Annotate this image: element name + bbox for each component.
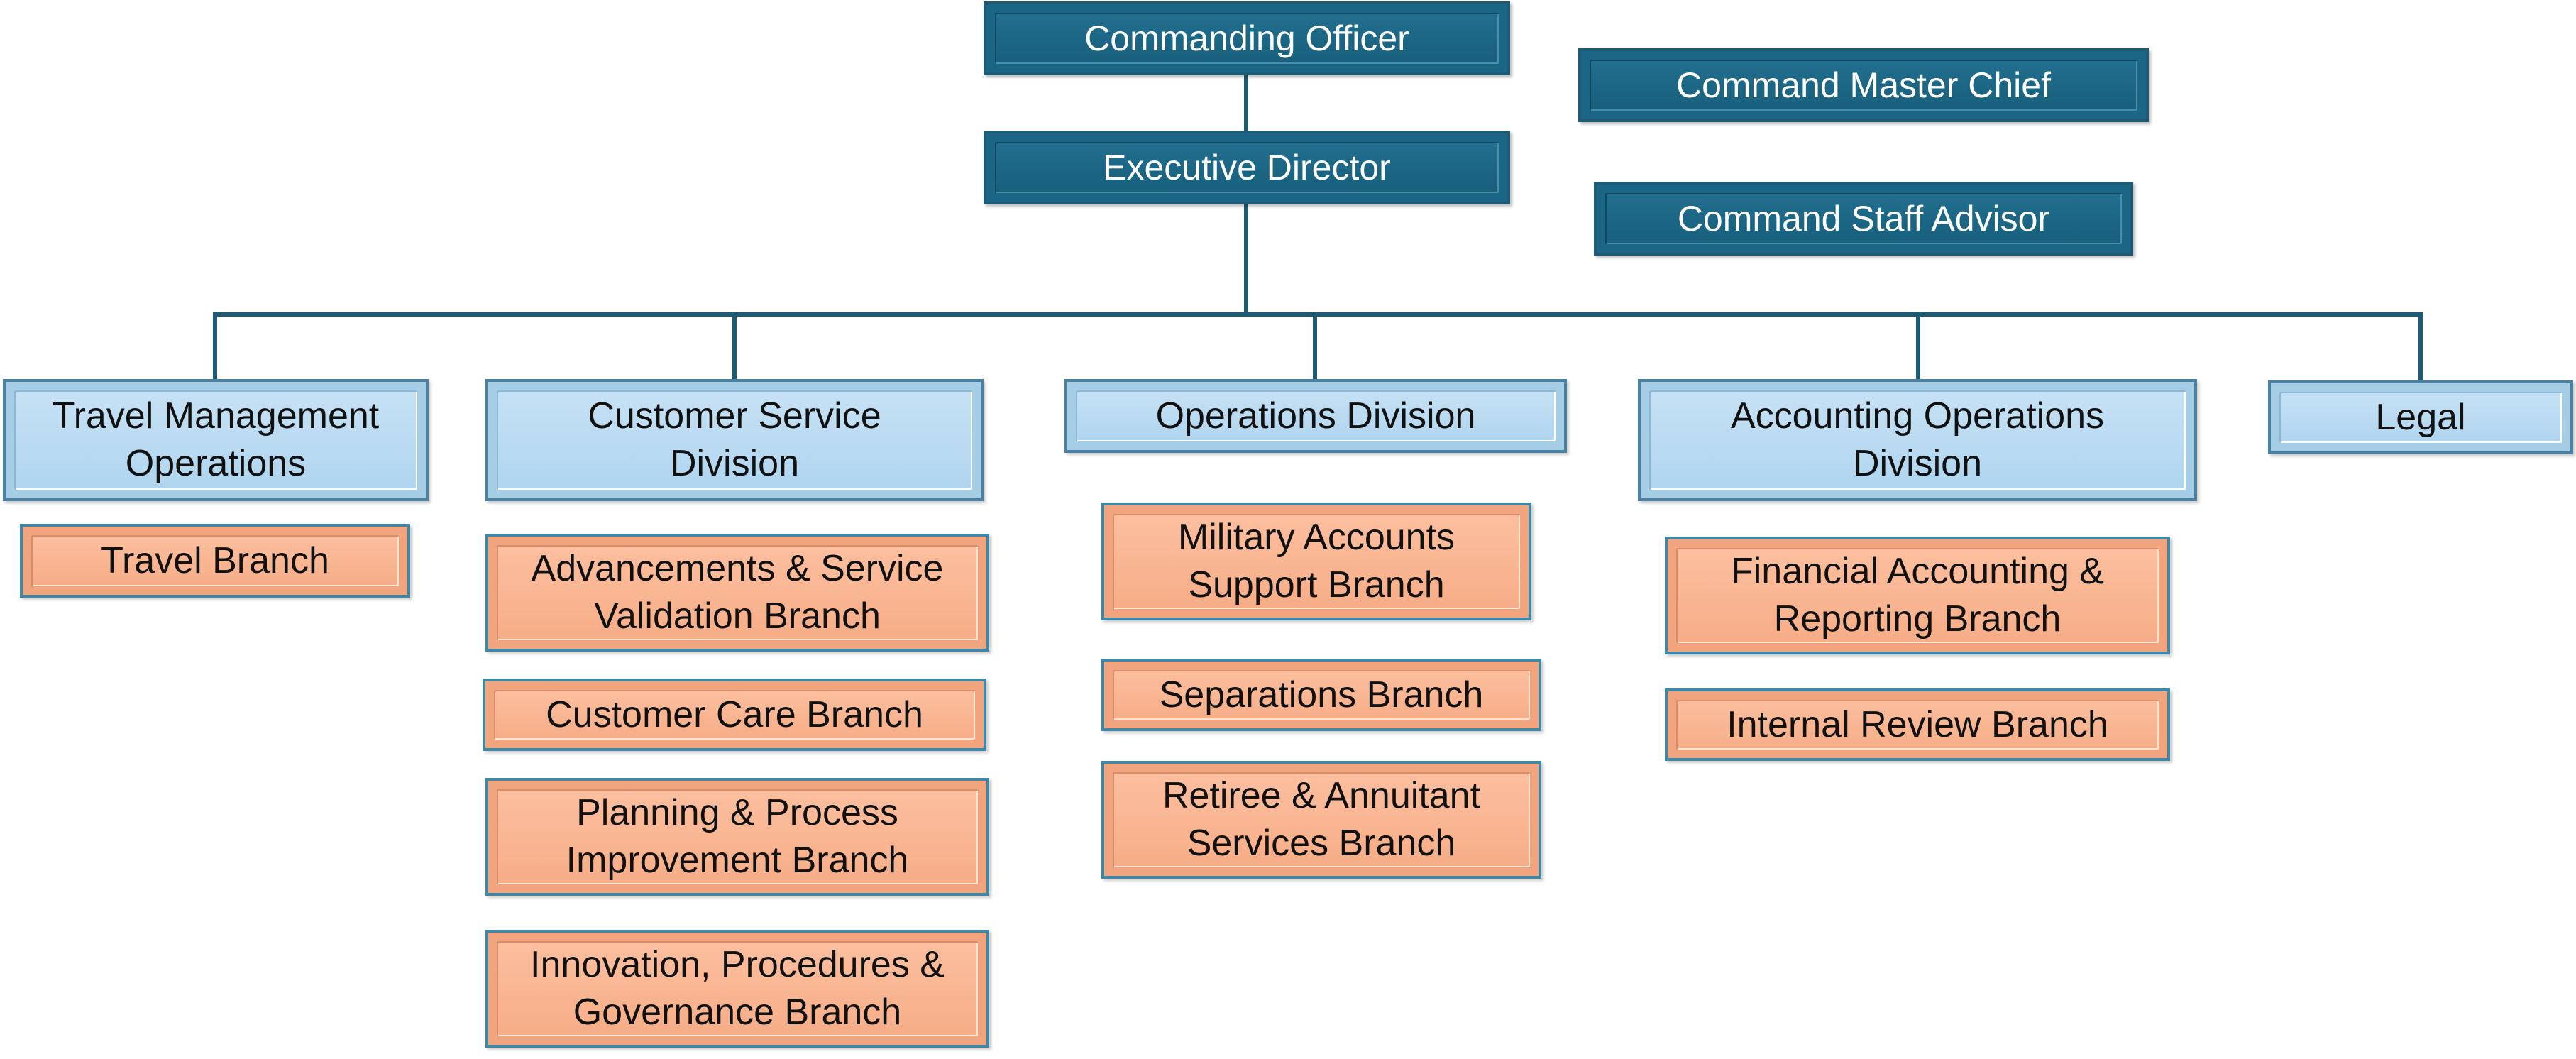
branch-innovation-procedures-governance-box: Innovation, Procedures & Governance Bran…: [485, 930, 989, 1048]
branch-planning-process-improvement-label: Planning & Process Improvement Branch: [566, 792, 909, 881]
command-staff-advisor-label: Command Staff Advisor: [1677, 199, 2050, 238]
connector-ed-to-bus: [1244, 202, 1248, 317]
branch-customer-care-label: Customer Care Branch: [546, 693, 923, 735]
connector-to-legal: [2418, 312, 2423, 380]
branch-financial-accounting-reporting-box: Financial Accounting & Reporting Branch: [1665, 537, 2170, 654]
branch-separations-box: Separations Branch: [1101, 659, 1541, 731]
division-travel-management-box: Travel Management Operations: [3, 379, 429, 501]
branch-internal-review-box: Internal Review Branch: [1665, 688, 2170, 761]
branch-internal-review-label: Internal Review Branch: [1727, 703, 2108, 745]
division-customer-service-box: Customer Service Division: [485, 379, 984, 501]
connector-co-to-ed: [1244, 74, 1248, 133]
branch-customer-care-box: Customer Care Branch: [483, 679, 986, 751]
division-operations-box: Operations Division: [1064, 379, 1567, 453]
command-master-chief-box: Command Master Chief: [1578, 48, 2149, 122]
connector-horizontal-bus: [213, 312, 2423, 317]
command-staff-advisor-box: Command Staff Advisor: [1594, 182, 2133, 256]
branch-travel-box: Travel Branch: [20, 524, 410, 598]
commanding-officer-box: Commanding Officer: [984, 1, 1510, 75]
branch-planning-process-improvement-box: Planning & Process Improvement Branch: [485, 778, 989, 896]
division-travel-management-label: Travel Management Operations: [52, 395, 380, 484]
division-operations-label: Operations Division: [1155, 395, 1476, 437]
executive-director-label: Executive Director: [1103, 148, 1391, 187]
executive-director-box: Executive Director: [984, 131, 1510, 204]
branch-advancements-service-validation-box: Advancements & Service Validation Branch: [485, 534, 989, 652]
branch-separations-label: Separations Branch: [1159, 674, 1484, 715]
commanding-officer-label: Commanding Officer: [1084, 18, 1409, 58]
division-legal-label: Legal: [2375, 396, 2466, 438]
branch-innovation-procedures-governance-label: Innovation, Procedures & Governance Bran…: [530, 944, 945, 1033]
branch-military-accounts-support-box: Military Accounts Support Branch: [1101, 503, 1531, 620]
connector-to-accounting: [1916, 312, 1920, 380]
command-master-chief-label: Command Master Chief: [1676, 65, 2051, 105]
connector-to-customer-service: [732, 312, 737, 380]
division-accounting-operations-label: Accounting Operations Division: [1730, 395, 2105, 484]
division-legal-box: Legal: [2268, 380, 2573, 454]
division-accounting-operations-box: Accounting Operations Division: [1638, 379, 2197, 501]
branch-retiree-annuitant-services-box: Retiree & Annuitant Services Branch: [1101, 761, 1541, 879]
branch-retiree-annuitant-services-label: Retiree & Annuitant Services Branch: [1162, 775, 1481, 864]
branch-financial-accounting-reporting-label: Financial Accounting & Reporting Branch: [1730, 551, 2105, 640]
connector-to-operations: [1313, 312, 1317, 380]
connector-to-travel: [213, 312, 217, 380]
branch-advancements-service-validation-label: Advancements & Service Validation Branch: [531, 548, 944, 637]
branch-travel-label: Travel Branch: [101, 539, 329, 581]
branch-military-accounts-support-label: Military Accounts Support Branch: [1177, 517, 1455, 605]
division-customer-service-label: Customer Service Division: [588, 395, 881, 484]
